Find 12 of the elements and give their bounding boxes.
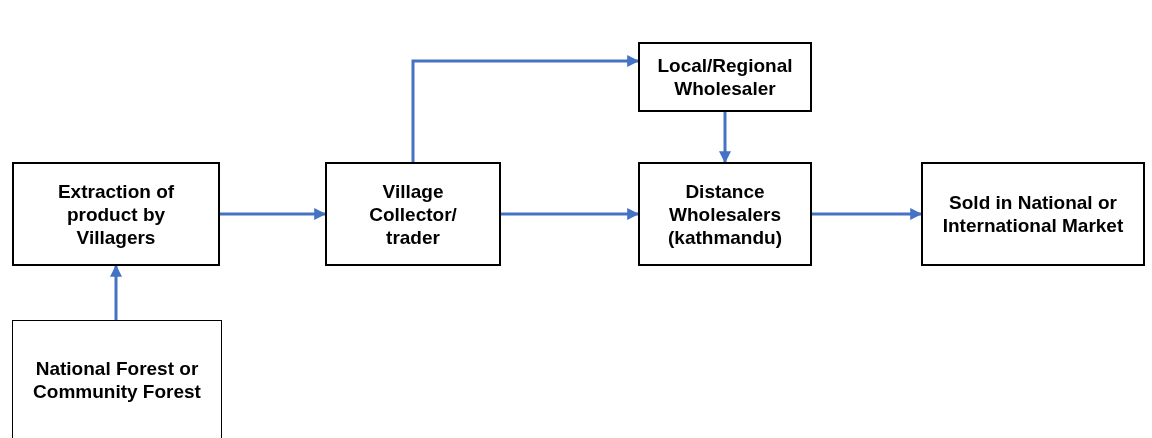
process-box: Distance Wholesalers (kathmandu): [638, 162, 812, 266]
arrow: [719, 112, 731, 164]
process-box: Extraction of product by Villagers: [12, 162, 220, 266]
arrow: [501, 208, 640, 220]
arrow: [110, 264, 122, 320]
process-box: National Forest or Community Forest: [12, 320, 222, 438]
arrow: [411, 55, 640, 162]
process-box: Village Collector/ trader: [325, 162, 501, 266]
process-box: Sold in National or International Market: [921, 162, 1145, 266]
process-box: Local/Regional Wholesaler: [638, 42, 812, 112]
arrow: [220, 208, 327, 220]
arrow: [812, 208, 923, 220]
